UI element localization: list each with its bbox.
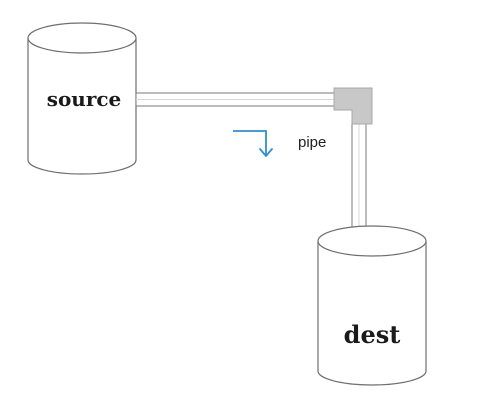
vertical-pipe	[351, 109, 367, 229]
elbow-joint-shape	[333, 87, 373, 125]
flow-arrow-line	[233, 130, 267, 155]
flow-arrow-head	[259, 148, 273, 157]
down-turn-arrow-icon	[233, 130, 273, 157]
dest-cylinder-body	[317, 241, 427, 386]
dest-cylinder-top	[317, 225, 427, 257]
source-label: source	[47, 87, 122, 111]
elbow-joint	[333, 87, 373, 125]
dest-cylinder: dest	[317, 225, 427, 386]
pipe-label: pipe	[298, 134, 326, 151]
source-cylinder-body	[27, 38, 137, 175]
source-cylinder: source	[27, 22, 137, 175]
dest-label: dest	[344, 320, 401, 349]
horizontal-pipe	[135, 92, 335, 107]
source-cylinder-top	[27, 22, 137, 54]
